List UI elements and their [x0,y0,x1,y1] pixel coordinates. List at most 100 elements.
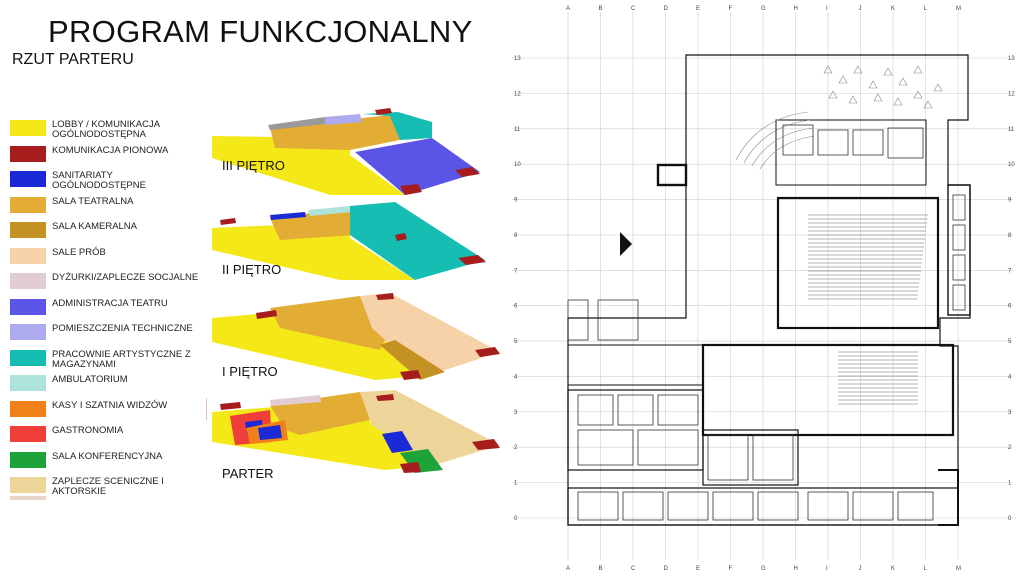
f1-vertical-3 [475,347,500,357]
legend-label: SANITARIATY OGÓLNODOSTĘPNE [52,170,146,191]
plan-row-label: 1 [514,481,518,487]
furniture-symbol [868,80,878,89]
divider-line [206,398,207,420]
plan-column-label: H [794,6,798,12]
f1-chamber [380,340,445,380]
plan-column-label: M [956,566,961,572]
plan-room [952,254,966,281]
floor-3 [212,108,480,195]
plan-upper-seating [808,214,928,300]
legend-label: KASY I SZATNIA WIDZÓW [52,399,168,411]
plan-room [852,129,884,156]
furniture-symbol [853,65,863,74]
f0-staff [270,395,321,406]
plan-column-label: G [761,6,766,12]
f3-administration [355,138,480,195]
plan-column-label: D [664,566,669,572]
f1-theatre [270,296,385,350]
furniture-symbol [923,100,933,109]
plan-room [757,491,799,521]
furniture-symbol [823,65,833,74]
plan-column-label: C [631,6,636,12]
floor-label-0: PARTER [222,466,274,481]
plan-stair-block [947,184,971,316]
plan-stage-tower [776,196,940,330]
f1-vertical-1 [256,310,277,319]
plan-row-label: 12 [1008,91,1015,97]
legend-label: SALE PRÓB [52,246,106,258]
plan-room [622,491,664,521]
page-subtitle: RZUT PARTERU [12,51,134,68]
furniture-symbol [898,77,908,86]
floor-stack-svg [212,108,500,473]
plan-column-label: I [826,566,828,572]
legend-item: SANITARIATY OGÓLNODOSTĘPNE [10,169,215,191]
plan-row-label: 5 [514,339,518,345]
plan-row-label: 4 [1008,374,1012,380]
plan-row-label: 13 [514,56,521,62]
legend-swatch [10,426,46,442]
plan-column-label: L [924,6,928,12]
f0-sanitary-3 [382,431,413,453]
plan-row-label: 5 [1008,339,1012,345]
f3-theatre [270,115,400,150]
plan-column-label: C [631,566,636,572]
furniture-symbol [933,83,943,92]
legend-label: ZAPLECZE SCENICZNE I AKTORSKIE [52,476,164,497]
plan-column-label: L [924,566,928,572]
plan-row-label: 0 [514,516,518,522]
f0-vertical-1 [220,402,241,410]
f0-vertical-2 [376,394,394,401]
furniture-symbol [838,75,848,84]
legend-label: AMBULATORIUM [52,374,128,385]
plan-column-label: E [696,6,700,12]
f2-ambulatorium [308,206,352,216]
plan-row-label: 6 [514,304,518,310]
plan-column-label: H [794,566,798,572]
plan-centre-block [702,429,799,486]
f0-backstage [360,390,500,465]
legend-swatch [10,477,46,493]
f1-vertical-4 [400,370,421,380]
plan-room [637,429,699,466]
furniture-symbol [873,93,883,102]
legend-item: KASY I SZATNIA WIDZÓW [10,399,215,421]
furniture-symbol [893,97,903,106]
floor-label-3: III PIĘTRO [222,158,285,173]
plan-room [597,299,639,341]
legend-label: SALA KONFERENCYJNA [52,450,163,462]
plan-room [577,429,634,466]
plan-row-label: 4 [514,374,518,380]
plan-row-label: 11 [514,127,521,133]
plan-column-label: F [729,6,733,12]
plan-row-label: 3 [514,410,518,416]
plan-column-label: I [826,6,828,12]
plan-lower-seating [838,351,918,405]
plan-row-label: 1 [1008,481,1012,487]
plan-amphitheatre [735,111,815,170]
legend-swatch [10,324,46,340]
plan-box-top [656,163,688,187]
f1-lobby [212,305,430,380]
f3-technical-grey [268,117,325,130]
legend-swatch [10,247,46,264]
plan-row-label: 8 [1008,233,1012,239]
plan-column-label: K [891,6,895,12]
legend-label: KOMUNIKACJA PIONOWA [52,144,169,156]
legend-item: SALA KAMERALNA [10,220,215,242]
legend-swatch [10,145,46,162]
f2-sanitary [270,212,306,220]
floor-stack-diagram: III PIĘTRO II PIĘTRO I PIĘTRO PARTER [200,100,510,500]
plan-room [952,224,966,251]
plan-row-label: 9 [514,198,518,204]
plan-room [657,394,699,426]
legend-item: GASTRONOMIA [10,424,215,446]
plan-row-label: 12 [514,91,521,97]
plan-row-label: 10 [514,162,521,168]
plan-row-label: 9 [1008,198,1012,204]
furniture-symbol [828,90,838,99]
plan-row-label: 11 [1008,127,1015,133]
plan-row-label: 3 [1008,410,1012,416]
furniture-symbol [883,67,893,76]
